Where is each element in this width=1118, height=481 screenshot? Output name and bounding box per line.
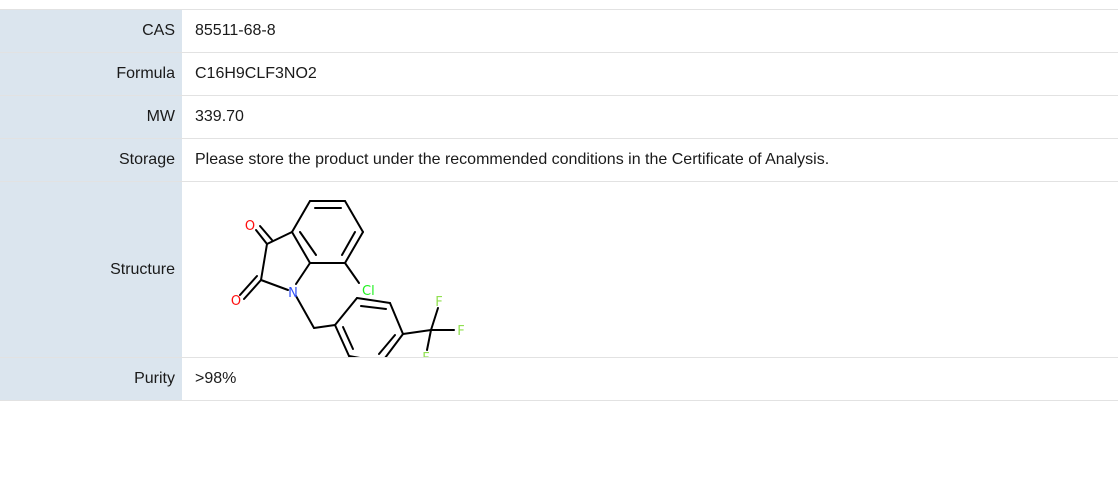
cas-label: CAS [0, 9, 182, 53]
fluorine-atom-label: F [435, 295, 442, 310]
structure-label: Structure [0, 181, 182, 358]
fluorine-atom-label: F [422, 351, 429, 357]
purity-label: Purity [0, 357, 182, 401]
chlorine-atom-label: Cl [362, 284, 375, 299]
product-spec-table: CAS 85511-68-8 Formula C16H9CLF3NO2 MW 3… [0, 9, 1118, 401]
formula-label: Formula [0, 52, 182, 96]
spec-row-structure: Structure [0, 181, 1118, 358]
spec-row-mw: MW 339.70 [0, 95, 1118, 139]
formula-value: C16H9CLF3NO2 [182, 52, 1118, 96]
chemical-structure-image: O O N Cl F F F [231, 200, 465, 357]
spec-row-formula: Formula C16H9CLF3NO2 [0, 52, 1118, 96]
spec-row-purity: Purity >98% [0, 357, 1118, 401]
nitrogen-atom-label: N [288, 286, 298, 301]
storage-label: Storage [0, 138, 182, 182]
spec-row-cas: CAS 85511-68-8 [0, 9, 1118, 53]
mw-label: MW [0, 95, 182, 139]
structure-cell: O O N Cl F F F [182, 181, 1118, 358]
storage-value: Please store the product under the recom… [182, 138, 1118, 182]
purity-value: >98% [182, 357, 1118, 401]
spec-row-storage: Storage Please store the product under t… [0, 138, 1118, 182]
cas-value: 85511-68-8 [182, 9, 1118, 53]
fluorine-atom-label: F [457, 324, 464, 339]
mw-value: 339.70 [182, 95, 1118, 139]
oxygen-atom-label: O [245, 219, 255, 234]
oxygen-atom-label: O [231, 294, 241, 309]
